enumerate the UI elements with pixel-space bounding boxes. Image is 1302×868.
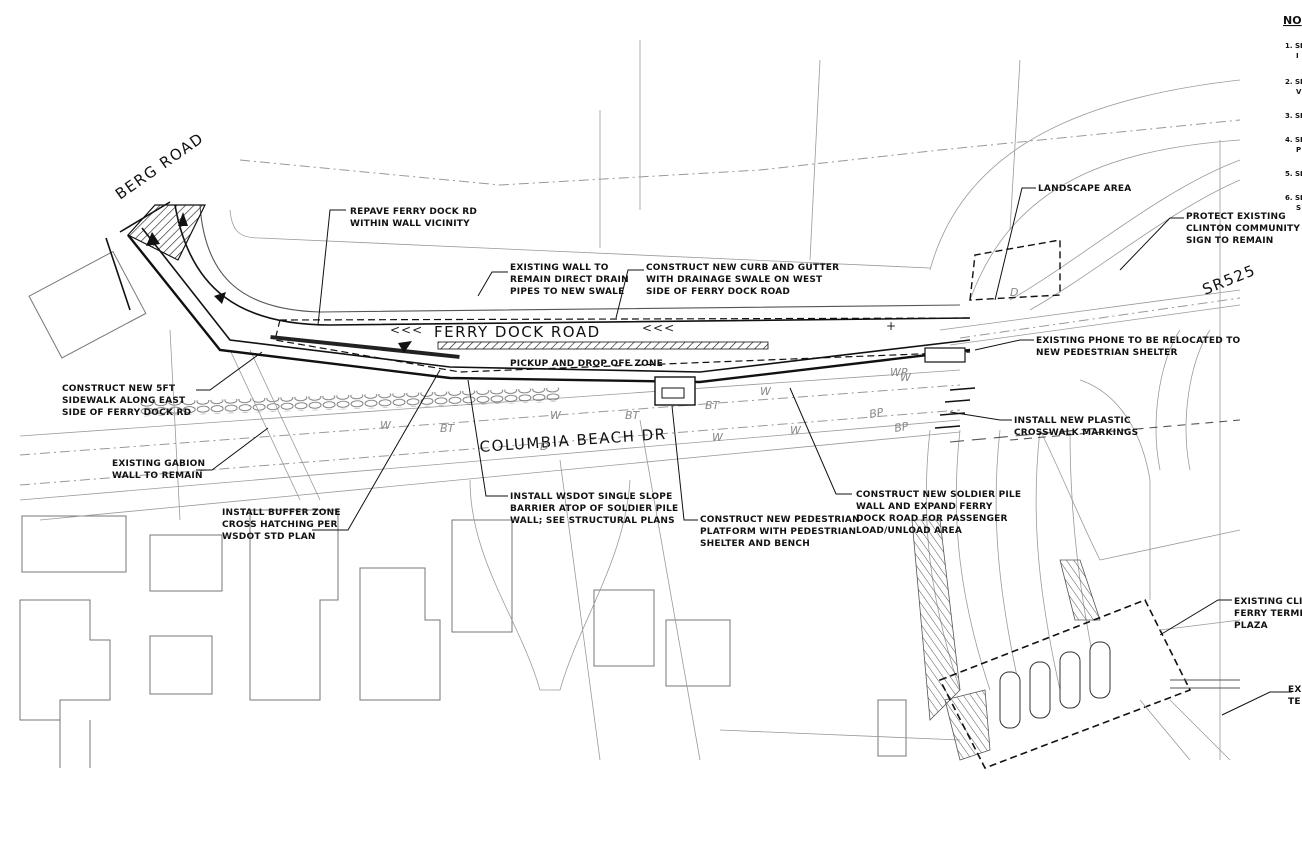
notes-item: 1. SE [1285,42,1302,50]
svg-text:+: + [886,319,897,333]
utility-label: W [790,424,802,437]
utility-label: BT [625,409,641,422]
utility-label: W [380,419,392,432]
utility-label: W [900,371,912,384]
note-platform: CONSTRUCT NEW PEDESTRIAN PLATFORM WITH P… [700,515,863,549]
utility-label: D [540,440,548,453]
berg-road-label: BERG ROAD [112,129,207,203]
notes-title: NO [1283,14,1302,27]
ferry-dock-road-label: FERRY DOCK ROAD [434,323,601,341]
notes-item: 5. SE [1285,170,1302,178]
notes-item: 4. SE [1285,136,1302,144]
callout-leaders [196,187,1292,716]
note-crosswalk: INSTALL NEW PLASTIC CROSSWALK MARKINGS [1014,416,1138,438]
svg-text:<<<: <<< [390,323,423,337]
note-phone: EXISTING PHONE TO BE RELOCATED TO NEW PE… [1036,336,1244,358]
utility-labels: BT BT BT BP BP W W W W W W WP D D [380,286,1018,453]
utility-label: BT [440,422,456,435]
notes-item: S [1296,204,1301,212]
notes-item: 6. SE [1285,194,1302,202]
utility-label: BP [868,406,885,421]
utility-label: W [712,431,724,444]
utility-label: W [550,409,562,422]
svg-text:<<<: <<< [642,321,675,335]
utility-label: BT [705,399,721,412]
pickup-zone-label: PICKUP AND DROP OFF ZONE [510,359,663,369]
columbia-beach-dr-label: COLUMBIA BEACH DR [479,425,667,456]
utility-label: BP [893,420,910,435]
note-plaza: EXISTING CLIN FERRY TERMINA PLAZA [1234,597,1302,631]
note-repave: REPAVE FERRY DOCK RD WITHIN WALL VICINIT… [350,207,480,229]
note-gabion: EXISTING GABION WALL TO REMAIN [112,459,209,481]
note-sidewalk: CONSTRUCT NEW 5FT SIDEWALK ALONG EAST SI… [62,384,191,418]
notes-item: P [1296,146,1301,154]
general-notes: NO 1. SE I 2. SE V 3. SE 4. SE P 5. SE 6… [1283,14,1302,212]
sr525-label: SR525 [1200,261,1259,299]
note-curb-gutter: CONSTRUCT NEW CURB AND GUTTER WITH DRAIN… [646,263,843,297]
notes-item: 3. SE [1285,112,1302,120]
utility-label: WP [890,366,908,379]
note-soldier-pile: CONSTRUCT NEW SOLDIER PILE WALL AND EXPA… [856,490,1025,536]
note-buffer: INSTALL BUFFER ZONE CROSS HATCHING PER W… [222,508,344,542]
ferry-dock-road [105,201,971,406]
sr525-terminal-area [911,159,1241,770]
notes-item: V [1296,88,1302,96]
note-existing-wall: EXISTING WALL TO REMAIN DIRECT DRAIN PIP… [510,263,632,297]
callout-notes: REPAVE FERRY DOCK RD WITHIN WALL VICINIT… [62,184,1302,707]
note-protect-sign: PROTECT EXISTING CLINTON COMMUNITY SIGN … [1186,212,1302,246]
columbia-beach-dr-lines [19,329,961,521]
note-terminal: EX TE [1288,685,1302,707]
note-landscape: LANDSCAPE AREA [1038,184,1131,194]
notes-item: 2. SE [1285,78,1302,86]
utility-label: D [1010,286,1018,299]
utility-label: W [760,385,772,398]
parcel-lines [229,40,1241,760]
notes-item: I [1296,52,1299,60]
note-barrier: INSTALL WSDOT SINGLE SLOPE BARRIER ATOP … [510,492,682,526]
buildings [19,250,961,768]
direction-arrows: <<< <<< + [390,319,897,337]
